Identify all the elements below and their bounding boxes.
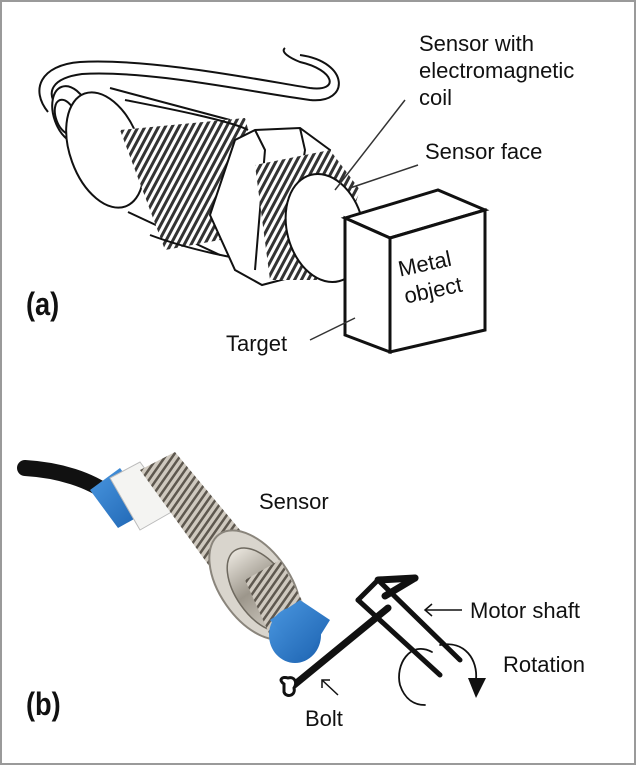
label-sensor-with-coil-line1: Sensor with <box>419 31 534 56</box>
label-bolt: Bolt <box>305 706 343 731</box>
bolt-head <box>279 676 298 697</box>
label-target: Target <box>226 331 288 356</box>
label-motor-shaft: Motor shaft <box>470 598 581 623</box>
leader-arrows-b <box>321 603 462 696</box>
label-sensor-with-coil-line3: coil <box>419 85 453 110</box>
panel-label-b: (b) <box>26 686 61 722</box>
label-sensor-face: Sensor face <box>425 139 543 164</box>
metal-object-box <box>340 188 490 355</box>
motor-shaft-sketch <box>284 574 478 706</box>
label-rotation: Rotation <box>503 652 585 677</box>
leader-lines-a <box>309 99 419 341</box>
cable-drawing <box>38 47 340 113</box>
panel-label-a: (a) <box>26 286 60 322</box>
label-sensor: Sensor <box>259 489 329 514</box>
sensor-photo <box>90 452 330 663</box>
label-sensor-with-coil-line2: electromagnetic <box>419 58 575 83</box>
rotation-arrowhead <box>468 678 486 698</box>
